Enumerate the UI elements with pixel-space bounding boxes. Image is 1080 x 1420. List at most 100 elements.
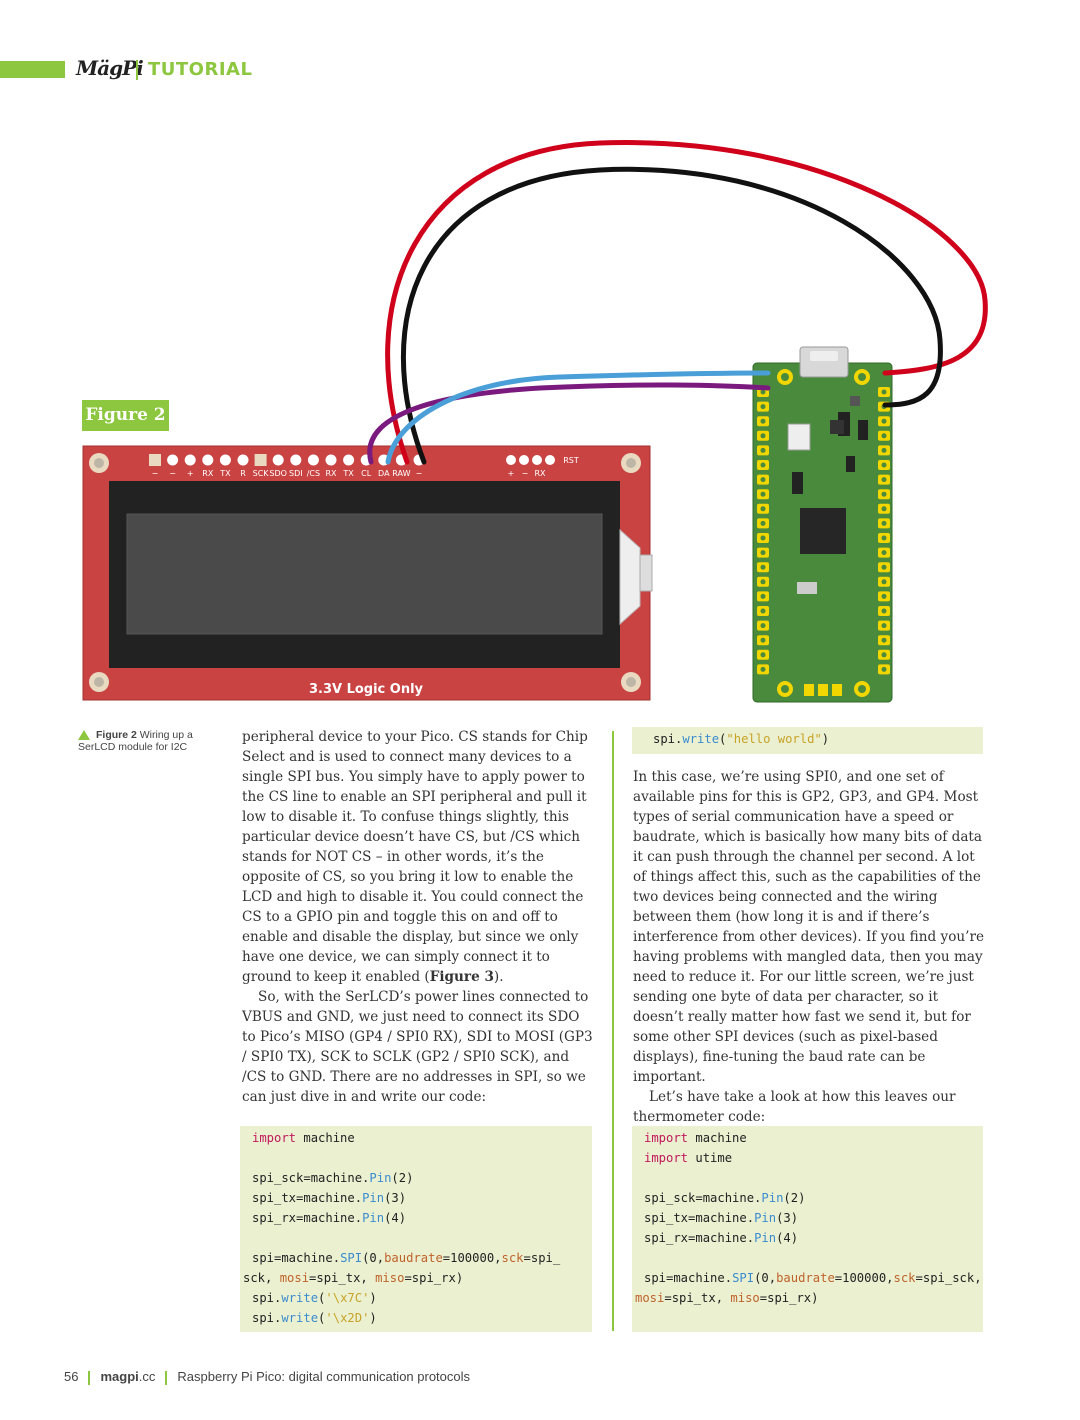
lcd-pin — [202, 454, 214, 466]
gpio-hole — [760, 623, 766, 629]
lcd-pin-label: R — [240, 469, 246, 478]
footer-separator — [165, 1370, 168, 1385]
lcd-logic-label: 3.3V Logic Only — [309, 682, 424, 697]
paragraph: In this case, we’re using SPI0, and one … — [633, 769, 984, 1085]
gpio-hole — [760, 637, 766, 643]
gpio-hole — [760, 491, 766, 497]
gpio-hole — [760, 477, 766, 483]
paragraph: So, with the SerLCD’s power lines connec… — [242, 989, 593, 1105]
lcd-pin-label: RST — [563, 456, 579, 465]
gpio-hole — [881, 623, 887, 629]
lcd-pin-label: /CS — [307, 469, 320, 478]
gpio-hole — [760, 462, 766, 468]
gpio-hole — [760, 389, 766, 395]
column-divider — [612, 731, 614, 1331]
lcd-pin-label: SDI — [289, 469, 303, 478]
gpio-hole — [760, 447, 766, 453]
jumper-wires — [367, 140, 988, 465]
lcd-pin — [519, 455, 529, 465]
pico-gpio-pins — [757, 387, 890, 675]
gpio-hole — [881, 447, 887, 453]
gpio-hole — [881, 477, 887, 483]
caption-triangle-icon — [78, 730, 90, 740]
gpio-hole — [881, 535, 887, 541]
lcd-pin — [545, 455, 555, 465]
lcd-pin — [343, 454, 355, 466]
footer-separator — [88, 1370, 91, 1385]
code-block-thermometer: import machine import utime spi_sck=mach… — [632, 1126, 983, 1332]
footer-site[interactable]: magpi.cc — [100, 1369, 156, 1384]
gpio-hole — [881, 506, 887, 512]
debug-pins — [804, 684, 842, 696]
lcd-pin — [149, 454, 161, 466]
lcd-pin-label: − — [152, 469, 159, 478]
gpio-hole — [881, 520, 887, 526]
lcd-pin-label: DA — [378, 469, 390, 478]
footer-article-title: Raspberry Pi Pico: digital communication… — [177, 1369, 471, 1384]
lcd-pin — [325, 454, 337, 466]
lcd-pin-label: SCK — [253, 469, 270, 478]
bootsel-button — [787, 423, 811, 451]
gpio-hole — [881, 666, 887, 672]
lcd-pin — [167, 454, 179, 466]
lcd-pin-label: + — [508, 469, 515, 478]
gpio-hole — [881, 389, 887, 395]
gpio-hole — [760, 666, 766, 672]
gpio-hole — [881, 433, 887, 439]
rp2040-chip — [800, 508, 846, 554]
gpio-hole — [760, 579, 766, 585]
gpio-hole — [760, 433, 766, 439]
backlight-connector — [619, 528, 641, 626]
code-block-write: spi.write("hello world") — [632, 727, 983, 754]
magpi-logo: MägPi — [76, 56, 144, 80]
lcd-pin-label: SDO — [269, 469, 287, 478]
body-column-2: In this case, we’re using SPI0, and one … — [633, 767, 985, 1127]
gpio-hole — [760, 593, 766, 599]
smd-component — [792, 472, 803, 494]
lcd-pin-label: RX — [325, 469, 337, 478]
purple-wire — [367, 382, 771, 465]
lcd-pin — [272, 454, 284, 466]
gpio-hole — [881, 652, 887, 658]
caption-text: Wiring up a SerLCD module for I2C — [78, 729, 193, 753]
gpio-hole — [760, 652, 766, 658]
lcd-pin-label: TX — [219, 469, 231, 478]
gpio-hole — [760, 506, 766, 512]
lcd-pin-label: RAW — [392, 469, 410, 478]
lcd-pin — [532, 455, 542, 465]
lcd-pin — [254, 454, 267, 466]
lcd-pin-label: + — [187, 469, 194, 478]
gpio-hole — [881, 637, 887, 643]
header-separator — [136, 60, 138, 80]
page-footer: 56 magpi.cc Raspberry Pi Pico: digital com… — [64, 1369, 470, 1385]
gpio-hole — [760, 418, 766, 424]
smd-component — [797, 582, 817, 594]
page-number: 56 — [64, 1369, 79, 1384]
blue-wire — [385, 370, 771, 465]
caption-figure-ref: Figure 2 — [96, 729, 137, 741]
lcd-pin-label: − — [416, 469, 423, 478]
gpio-hole — [881, 462, 887, 468]
lcd-pin-label: TX — [342, 469, 354, 478]
debug-pad — [832, 684, 842, 696]
gpio-hole — [881, 418, 887, 424]
header-accent-bar — [0, 61, 65, 78]
paragraph: peripheral device to your Pico. CS stand… — [242, 729, 588, 985]
gpio-hole — [881, 608, 887, 614]
gpio-hole — [760, 520, 766, 526]
gpio-hole — [760, 404, 766, 410]
gpio-hole — [881, 564, 887, 570]
lcd-pin-label: − — [169, 469, 176, 478]
lcd-pin-label: − — [522, 469, 529, 478]
section-title: TUTORIAL — [148, 59, 253, 80]
gpio-hole — [881, 550, 887, 556]
body-column-1: peripheral device to your Pico. CS stand… — [242, 727, 594, 1107]
gpio-hole — [760, 564, 766, 570]
gpio-hole — [881, 579, 887, 585]
paragraph: Let’s have take a look at how this leave… — [633, 1089, 956, 1125]
lcd-pin — [237, 454, 249, 466]
